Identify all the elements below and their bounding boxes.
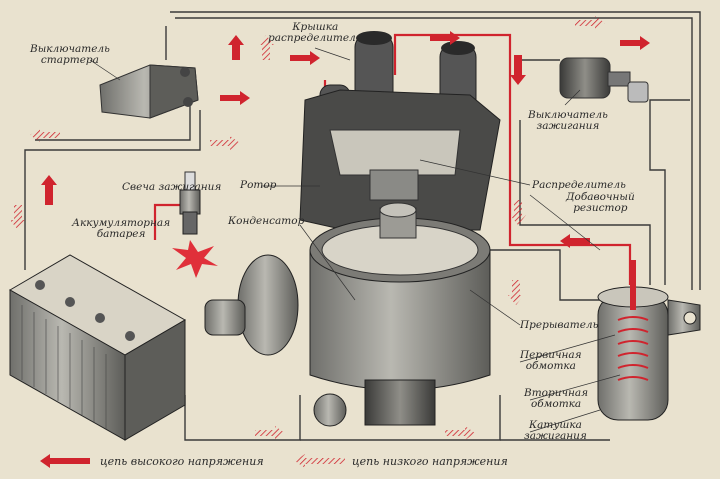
label-rotor: Ротор	[240, 179, 277, 191]
legend-low-voltage-label: цепь низкого напряжения	[352, 455, 508, 468]
legend-high-voltage-label: цепь высокого напряжения	[100, 455, 264, 468]
spark-plug	[172, 171, 218, 278]
current-arrows	[10, 16, 650, 440]
starter-switch	[99, 64, 199, 119]
label-extra-resistor: Добавочный резистор	[566, 191, 635, 214]
label-secondary-winding: Вторичная обмотка	[524, 387, 589, 410]
ignition-coil	[597, 260, 701, 421]
label-distributor: Распределитель	[532, 179, 626, 191]
label-primary-winding: Первичная обмотка	[520, 349, 582, 372]
label-battery: Аккумуляторная батарея	[72, 217, 171, 240]
legend-swatches	[40, 454, 345, 468]
label-capacitor: Конденсатор	[228, 215, 305, 227]
ignition-switch	[559, 57, 649, 103]
label-ignition-switch: Выключатель зажигания	[528, 109, 608, 132]
distributor-cap	[299, 31, 501, 231]
label-ignition-coil: Катушка зажигания	[524, 419, 587, 442]
legend-high-voltage-swatch	[40, 454, 90, 468]
leader-lines	[89, 47, 621, 433]
label-breaker: Прерыватель	[520, 319, 599, 331]
wiring	[24, 11, 701, 441]
label-spark-plug: Свеча зажигания	[122, 181, 222, 193]
battery	[8, 254, 187, 441]
label-distributor-cap: Крышка распределителя	[268, 21, 363, 44]
distributor-body	[204, 202, 491, 427]
label-starter-switch: Выключатель стартера	[30, 43, 110, 66]
legend-low-voltage-swatch	[295, 454, 345, 468]
